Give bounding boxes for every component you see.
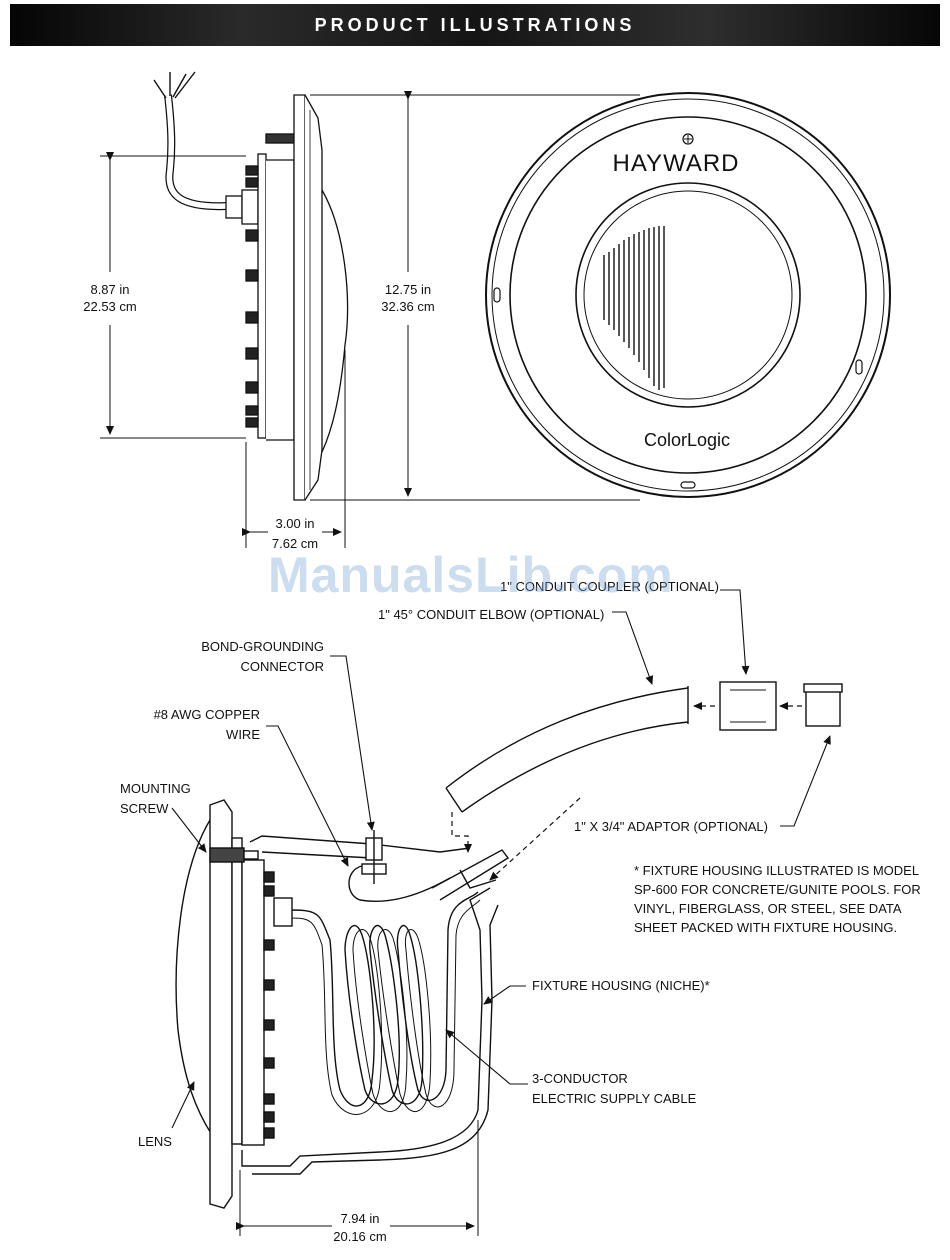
label-mounting-screw-1: MOUNTING bbox=[120, 781, 191, 796]
bottom-dim-in: 7.94 in bbox=[340, 1211, 379, 1226]
bottom-dimension-lines bbox=[236, 1120, 479, 1236]
side-view-diagram bbox=[153, 71, 349, 501]
total-height-in: 12.75 in bbox=[385, 282, 431, 297]
installation-diagram bbox=[175, 681, 843, 1209]
housing-note-line-2: SP-600 FOR CONCRETE/GUNITE POOLS. FOR bbox=[634, 882, 921, 897]
front-view-diagram bbox=[485, 92, 891, 498]
brand-name: HAYWARD bbox=[613, 150, 740, 177]
label-supply-cable-2: ELECTRIC SUPPLY CABLE bbox=[532, 1091, 697, 1106]
label-supply-cable-1: 3-CONDUCTOR bbox=[532, 1071, 628, 1086]
colorlogic-logo-mark bbox=[603, 226, 665, 390]
label-mounting-screw-2: SCREW bbox=[120, 801, 169, 816]
watermark: ManualsLib.com bbox=[268, 547, 674, 603]
callout-leaders bbox=[171, 589, 831, 1129]
label-conduit-coupler: 1" CONDUIT COUPLER (OPTIONAL) bbox=[500, 579, 719, 594]
back-height-cm: 22.53 cm bbox=[83, 299, 136, 314]
housing-note-line-1: * FIXTURE HOUSING ILLUSTRATED IS MODEL bbox=[634, 863, 919, 878]
label-lens: LENS bbox=[138, 1134, 172, 1149]
bottom-dim-cm: 20.16 cm bbox=[333, 1229, 386, 1244]
depth-in: 3.00 in bbox=[275, 516, 314, 531]
page-title: PRODUCT ILLUSTRATIONS bbox=[314, 15, 636, 35]
housing-note-line-3: VINYL, FIBERGLASS, OR STEEL, SEE DATA bbox=[634, 901, 902, 916]
label-bond-grounding-2: CONNECTOR bbox=[240, 659, 324, 674]
label-conduit-elbow: 1" 45° CONDUIT ELBOW (OPTIONAL) bbox=[378, 607, 604, 622]
total-height-cm: 32.36 cm bbox=[381, 299, 434, 314]
label-bond-grounding-1: BOND-GROUNDING bbox=[201, 639, 324, 654]
header-banner: PRODUCT ILLUSTRATIONS bbox=[10, 4, 940, 46]
label-fixture-housing: FIXTURE HOUSING (NICHE)* bbox=[532, 978, 710, 993]
product-name: ColorLogic bbox=[644, 430, 730, 450]
side-dimension-lines bbox=[100, 91, 640, 548]
label-copper-wire-2: WIRE bbox=[226, 727, 260, 742]
label-adaptor: 1" X 3/4" ADAPTOR (OPTIONAL) bbox=[574, 819, 768, 834]
assembly-dashed-lines bbox=[451, 702, 802, 881]
back-height-in: 8.87 in bbox=[90, 282, 129, 297]
depth-cm: 7.62 cm bbox=[272, 536, 318, 551]
label-copper-wire-1: #8 AWG COPPER bbox=[154, 707, 260, 722]
housing-note-line-4: SHEET PACKED WITH FIXTURE HOUSING. bbox=[634, 920, 897, 935]
